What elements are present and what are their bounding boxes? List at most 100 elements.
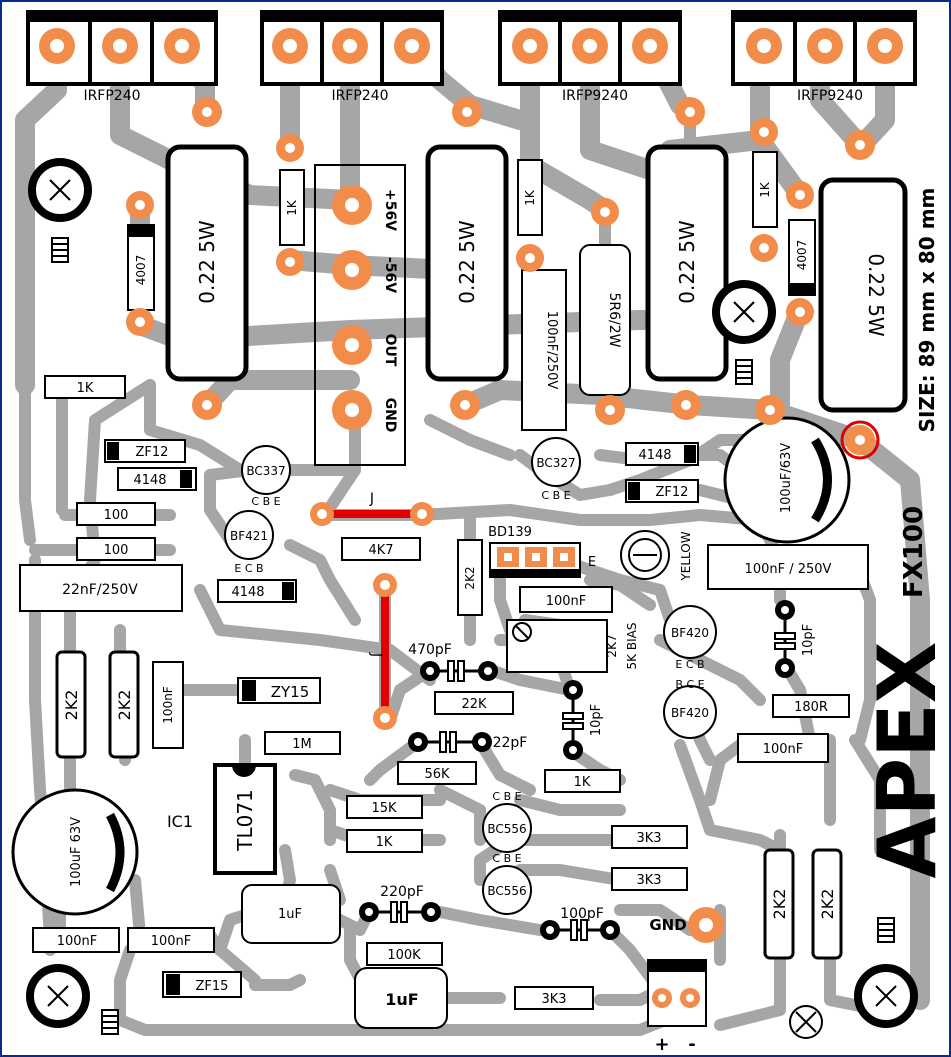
resistor-1k-e: 1K xyxy=(346,829,423,853)
resistor-022-3-label: 0.22 5W xyxy=(675,220,699,304)
diode-4148-b: 4148 xyxy=(217,579,297,603)
zener-zf15: ZF15 xyxy=(162,971,242,998)
resistor-1k-e-label: 1K xyxy=(376,835,393,850)
mosfet-q3: IRFP9240 xyxy=(498,10,682,104)
jumper-b-label: J xyxy=(368,652,384,657)
resistor-4k7-label: 4K7 xyxy=(368,543,393,558)
diode-4148-a-label: 4148 xyxy=(133,473,166,488)
cap-10p-a: 10pF xyxy=(774,600,816,678)
cap-100n250-v: 100nF/250V xyxy=(521,269,567,431)
input-minus-label: - xyxy=(688,1034,695,1055)
terminal-p56: +56V xyxy=(382,189,398,231)
transistor-bc337: BC337 C B E xyxy=(241,445,291,508)
resistor-2k2-l2-label: 2K2 xyxy=(115,690,134,721)
resistor-1k-a-label: 1K xyxy=(285,199,299,216)
cap-470p: 470pF xyxy=(408,642,498,682)
cap-100n-right-label: 100nF xyxy=(763,742,804,757)
resistor-1k-f: 1K xyxy=(544,769,621,793)
resistor-100k: 100K xyxy=(366,942,443,966)
cap-10p-b: 10pF xyxy=(562,680,604,760)
mount-hole-br xyxy=(854,917,918,1028)
resistor-022-1-label: 0.22 5W xyxy=(195,220,219,304)
resistor-100-a: 100 xyxy=(76,502,156,526)
resistor-3k3-a-label: 3K3 xyxy=(636,831,661,846)
transistor-bf420-a-pins: E C B xyxy=(675,658,704,671)
resistor-100-b: 100 xyxy=(76,537,156,561)
transistor-bd139: BD139 E xyxy=(488,525,596,578)
mosfet-q2: IRFP240 xyxy=(260,10,444,104)
diode-4148-c: 4148 xyxy=(625,442,699,466)
resistor-22k-label: 22K xyxy=(461,697,487,712)
diode-4007-l-label: 4007 xyxy=(134,255,148,286)
cap-1u-b-label: 1uF xyxy=(385,990,418,1009)
resistor-180r: 180R xyxy=(772,694,850,718)
cap-100n-right: 100nF xyxy=(737,733,829,763)
jumpers: J J xyxy=(310,491,434,730)
transistor-bd139-label: BD139 xyxy=(488,525,532,540)
diode-4007-r-label: 4007 xyxy=(795,240,809,271)
zener-zy15: ZY15 xyxy=(237,677,321,704)
transistor-bf421: BF421 E C B xyxy=(224,510,274,575)
zener-zf15-label: ZF15 xyxy=(196,979,229,994)
diode-4007-l: 4007 xyxy=(127,224,155,311)
cap-22n250-label: 22nF/250V xyxy=(62,582,138,598)
small-transistors: BC337 C B E BC327 C B E BF421 E C B BF42… xyxy=(224,437,717,915)
resistor-1k-f-label: 1K xyxy=(574,775,591,790)
power-terminal: +56V -56V OUT GND xyxy=(314,164,406,466)
terminal-m56: -56V xyxy=(382,257,398,293)
cap-1u-a-label: 1uF xyxy=(278,907,302,922)
transistor-bf421-label: BF421 xyxy=(230,529,268,543)
resistor-1k-b-label: 1K xyxy=(523,189,537,206)
cap-100n-left-v-label: 100nF xyxy=(161,686,175,724)
cap-22p: 22pF xyxy=(408,731,527,753)
transistor-bc337-pins: C B E xyxy=(251,495,280,508)
cap-100n250-v-label: 100nF/250V xyxy=(544,311,559,390)
cap-100p: 100pF xyxy=(540,906,620,941)
mount-hole-mid xyxy=(712,280,776,385)
cap-100n-mid-label: 100nF xyxy=(546,594,587,609)
mosfet-q1-label: IRFP240 xyxy=(83,88,140,104)
resistor-1k-b: 1K xyxy=(517,159,543,236)
resistor-22k: 22K xyxy=(434,691,514,715)
mosfet-q2-label: IRFP240 xyxy=(331,88,388,104)
transistor-bf421-pins: E C B xyxy=(234,562,263,575)
resistor-1m: 1M xyxy=(264,731,341,755)
diode-4007-r: 4007 xyxy=(788,219,816,296)
transistor-bc556-a-label: BC556 xyxy=(487,822,526,836)
transistor-bc556-b-pins: C B E xyxy=(492,852,521,865)
ic-ref-label: IC1 xyxy=(167,812,193,831)
resistor-022-4: 0.22 5W xyxy=(818,177,908,413)
transistor-bc556-a-pins: C B E xyxy=(492,790,521,803)
input-connector: GND + - xyxy=(647,916,707,1055)
ic-tl071: TL071 IC1 xyxy=(167,763,277,875)
resistor-100k-label: 100K xyxy=(387,948,421,963)
resistor-180r-label: 180R xyxy=(794,700,828,715)
resistor-1k-a: 1K xyxy=(279,169,305,246)
resistor-1k-d: 1K xyxy=(44,375,126,399)
trimmer-bias: 2K7 5K BIAS xyxy=(506,619,639,673)
diode-4148-a: 4148 xyxy=(117,467,197,491)
transistor-bc337-label: BC337 xyxy=(246,464,285,478)
cap-1u-a: 1uF xyxy=(241,884,341,944)
transistor-bc327-pins: C B E xyxy=(541,489,570,502)
resistor-2k2-mid: 2K2 xyxy=(457,539,483,616)
zener-zy15-label: ZY15 xyxy=(271,683,310,701)
terminal-gnd: GND xyxy=(382,398,398,433)
cap-100n-bottom-2: 100nF xyxy=(127,927,215,953)
transistor-bf420-b-label: BF420 xyxy=(671,706,709,720)
mount-hole-bl xyxy=(26,964,119,1035)
cap-22n250: 22nF/250V xyxy=(19,564,183,612)
resistor-100-b-label: 100 xyxy=(104,543,129,558)
cap-100p-label: 100pF xyxy=(560,906,604,922)
mosfet-q4: IRFP9240 xyxy=(731,10,917,104)
resistor-56k: 56K xyxy=(397,761,477,785)
resistor-5r6-label: 5R6/2W xyxy=(606,292,622,347)
resistor-3k3-b-label: 3K3 xyxy=(636,873,661,888)
cap-10p-a-label: 10pF xyxy=(801,624,816,656)
resistor-3k3-a: 3K3 xyxy=(611,825,688,849)
cap-100n-bottom-1-label: 100nF xyxy=(57,934,98,949)
cap-100n250-h: 100nF / 250V xyxy=(707,544,869,590)
board-markings: SIZE: 89 mm x 80 mm FX100 APEX xyxy=(861,188,951,879)
cap-220p: 220pF xyxy=(359,884,441,923)
board-size-label: SIZE: 89 mm x 80 mm xyxy=(915,188,939,433)
